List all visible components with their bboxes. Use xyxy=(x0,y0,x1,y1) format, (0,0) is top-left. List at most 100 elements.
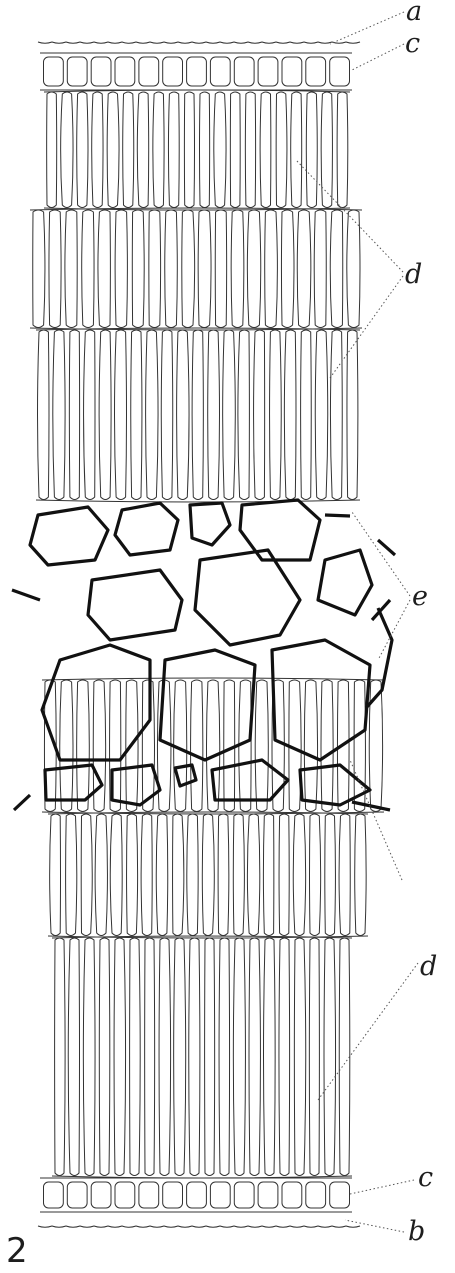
palisade-lower-3-cell xyxy=(205,938,215,1176)
palisade-lower-1-cell xyxy=(255,680,268,812)
spongy-cell xyxy=(42,645,150,760)
palisade-upper-3-cell xyxy=(161,330,173,500)
palisade-lower-2-cell xyxy=(127,814,138,936)
palisade-upper-3-cell xyxy=(115,330,127,500)
spongy-cell xyxy=(112,765,160,805)
palisade-lower-3-cell xyxy=(174,938,186,1176)
label-b: b xyxy=(408,1216,425,1247)
palisade-upper-2-cell xyxy=(82,210,94,328)
palisade-lower-1-cell xyxy=(224,680,235,812)
palisade-upper-1-cell xyxy=(123,92,134,208)
palisade-lower-2-cell xyxy=(95,814,107,936)
palisade-lower-3-cell xyxy=(339,938,350,1176)
palisade-lower-3-cell xyxy=(249,938,260,1176)
epidermis-top-cell xyxy=(258,57,278,86)
leader-line xyxy=(350,1180,414,1194)
palisade-lower-2-cell xyxy=(247,814,259,936)
palisade-upper-2-cell xyxy=(297,210,311,328)
palisade-lower-2-cell xyxy=(218,814,229,936)
palisade-lower-3-cell xyxy=(219,938,230,1176)
palisade-upper-3-cell xyxy=(238,330,250,500)
palisade-upper-2-cell xyxy=(198,210,211,328)
label-c-bottom: c xyxy=(418,1162,433,1193)
leader-line xyxy=(296,160,403,272)
palisade-upper-3-cell xyxy=(223,330,236,500)
spongy-cell xyxy=(30,507,108,565)
palisade-lower-3-cell xyxy=(68,938,79,1176)
palisade-upper-3-cell xyxy=(146,330,158,500)
label-d-top: d xyxy=(405,259,422,290)
palisade-upper-3-cell xyxy=(254,330,265,500)
palisade-lower-3-cell xyxy=(264,938,276,1176)
palisade-lower-2-cell xyxy=(173,814,184,936)
palisade-upper-1-cell xyxy=(200,92,210,208)
wall-strand xyxy=(325,515,350,516)
palisade-upper-2-cell xyxy=(98,210,110,328)
epidermis-top-cell xyxy=(187,57,207,86)
palisade-lower-1-cell xyxy=(304,680,317,812)
palisade-lower-3-cell xyxy=(99,938,110,1176)
epidermis-bottom-cell xyxy=(115,1182,135,1208)
label-e: e xyxy=(412,581,428,612)
cuticle-bottom xyxy=(38,1226,360,1227)
spongy-cell xyxy=(195,550,300,645)
palisade-lower-2-cell xyxy=(310,814,321,936)
label-c-top: c xyxy=(405,28,420,59)
epidermis-top-cell xyxy=(306,57,326,86)
palisade-upper-2-cell xyxy=(314,210,326,328)
palisade-upper-2-cell xyxy=(231,210,244,328)
palisade-upper-2-cell xyxy=(115,210,127,328)
leader-line xyxy=(330,276,403,378)
palisade-upper-1-cell xyxy=(107,92,119,208)
palisade-lower-1-cell xyxy=(60,680,73,812)
label-a: a xyxy=(406,0,422,27)
palisade-lower-2-cell xyxy=(279,814,289,936)
palisade-upper-1-cell xyxy=(92,92,103,208)
palisade-upper-1-cell xyxy=(47,92,57,208)
palisade-lower-3-cell xyxy=(279,938,290,1176)
epidermis-top-cell xyxy=(67,57,87,86)
epidermis-bottom-cell xyxy=(187,1182,207,1208)
palisade-upper-3-cell xyxy=(84,330,95,500)
palisade-upper-3-cell xyxy=(330,330,342,500)
palisade-lower-2-cell xyxy=(110,814,122,936)
palisade-lower-2-cell xyxy=(325,814,336,936)
palisade-lower-2-cell xyxy=(50,814,61,936)
spongy-cell xyxy=(115,503,178,555)
label-d-bottom: d xyxy=(420,951,437,982)
palisade-upper-2-cell xyxy=(165,210,178,328)
palisade-upper-3-cell xyxy=(38,330,50,500)
palisade-upper-3-cell xyxy=(284,330,296,500)
palisade-upper-3-cell xyxy=(208,330,220,500)
palisade-upper-1-cell xyxy=(61,92,73,208)
palisade-upper-1-cell xyxy=(337,92,348,208)
palisade-upper-3-cell xyxy=(192,330,203,500)
palisade-lower-2-cell xyxy=(233,814,244,936)
epidermis-top-cell xyxy=(330,57,350,86)
palisade-upper-2-cell xyxy=(33,210,45,328)
palisade-upper-3-cell xyxy=(177,330,189,500)
epidermis-top-cell xyxy=(115,57,135,86)
palisade-lower-2-cell xyxy=(156,814,168,936)
palisade-lower-2-cell xyxy=(263,814,273,936)
palisade-upper-2-cell xyxy=(65,210,77,328)
palisade-lower-2-cell xyxy=(66,814,77,936)
palisade-lower-2-cell xyxy=(202,814,214,936)
palisade-lower-3-cell xyxy=(233,938,245,1176)
palisade-upper-1-cell xyxy=(276,92,287,208)
palisade-upper-3-cell xyxy=(131,330,142,500)
palisade-upper-2-cell xyxy=(149,210,161,328)
palisade-lower-1-cell xyxy=(77,680,90,812)
palisade-lower-2-cell xyxy=(81,814,92,936)
palisade-upper-1-cell xyxy=(230,92,240,208)
palisade-upper-2-cell xyxy=(215,210,226,328)
leader-line xyxy=(345,1220,404,1232)
epidermis-bottom-cell xyxy=(67,1182,87,1208)
palisade-lower-3-cell xyxy=(55,938,66,1176)
palisade-lower-3-cell xyxy=(309,938,319,1176)
palisade-lower-3-cell xyxy=(130,938,141,1176)
epidermis-bottom-cell xyxy=(330,1182,350,1208)
epidermis-top-cell xyxy=(91,57,111,86)
palisade-upper-1-cell xyxy=(321,92,332,208)
